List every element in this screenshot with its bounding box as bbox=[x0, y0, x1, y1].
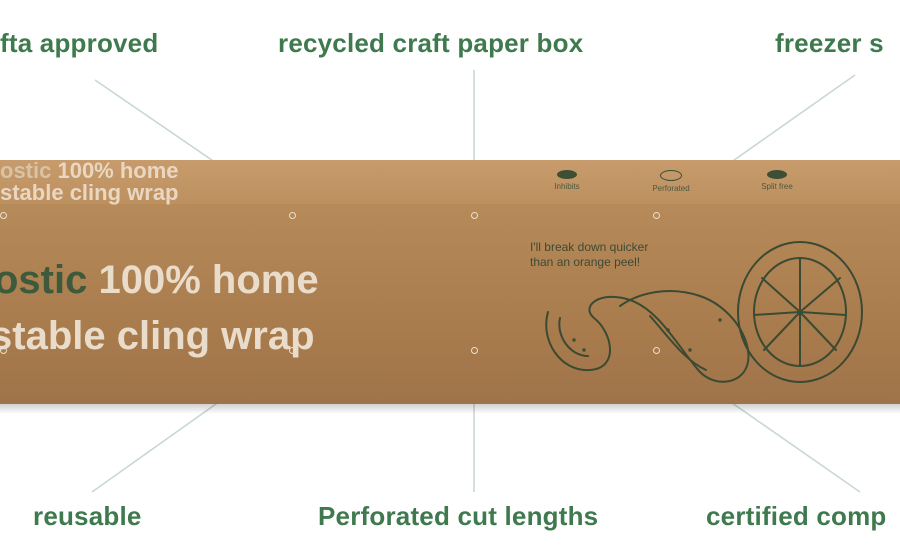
top-brand-text: ostic 100% home bbox=[0, 158, 179, 183]
callout-fta-approved: fta approved bbox=[0, 28, 159, 58]
cut-icon bbox=[660, 170, 682, 181]
callout-recycled-box: recycled craft paper box bbox=[278, 28, 584, 58]
orange-segments bbox=[753, 257, 847, 367]
orange-peel-spiral bbox=[545, 290, 750, 383]
orange-half bbox=[737, 241, 863, 383]
top-brand-line2: stable cling wrap bbox=[0, 180, 179, 205]
callout-reusable: reusable bbox=[33, 501, 142, 531]
box-top-face bbox=[0, 160, 900, 204]
leaf-icon bbox=[557, 170, 577, 179]
dot-reusable bbox=[289, 347, 296, 354]
dot-left-bottom bbox=[0, 347, 7, 354]
dot-perforated bbox=[471, 347, 478, 354]
front-brand-line2: stable cling wrap bbox=[0, 314, 315, 358]
heart-icon bbox=[767, 170, 787, 179]
front-brand-text: ostic 100% home bbox=[0, 258, 319, 302]
badge-1: Inhibits bbox=[532, 170, 602, 191]
box-shadow bbox=[0, 404, 900, 414]
callout-certified-compostable: certified comp bbox=[706, 501, 887, 531]
badge-2: Perforated bbox=[636, 170, 706, 193]
badge-3: Split free bbox=[742, 170, 812, 191]
box-front-face bbox=[0, 204, 900, 404]
peel-tagline: I'll break down quicker than an orange p… bbox=[530, 240, 649, 269]
dot-certified bbox=[653, 347, 660, 354]
peel-dots bbox=[572, 318, 722, 352]
dot-freezer bbox=[653, 212, 660, 219]
callout-freezer-safe: freezer s bbox=[775, 28, 884, 58]
callout-perforated: Perforated cut lengths bbox=[318, 501, 599, 531]
dot-left-top bbox=[0, 212, 7, 219]
dot-fta bbox=[289, 212, 296, 219]
dot-recycled bbox=[471, 212, 478, 219]
